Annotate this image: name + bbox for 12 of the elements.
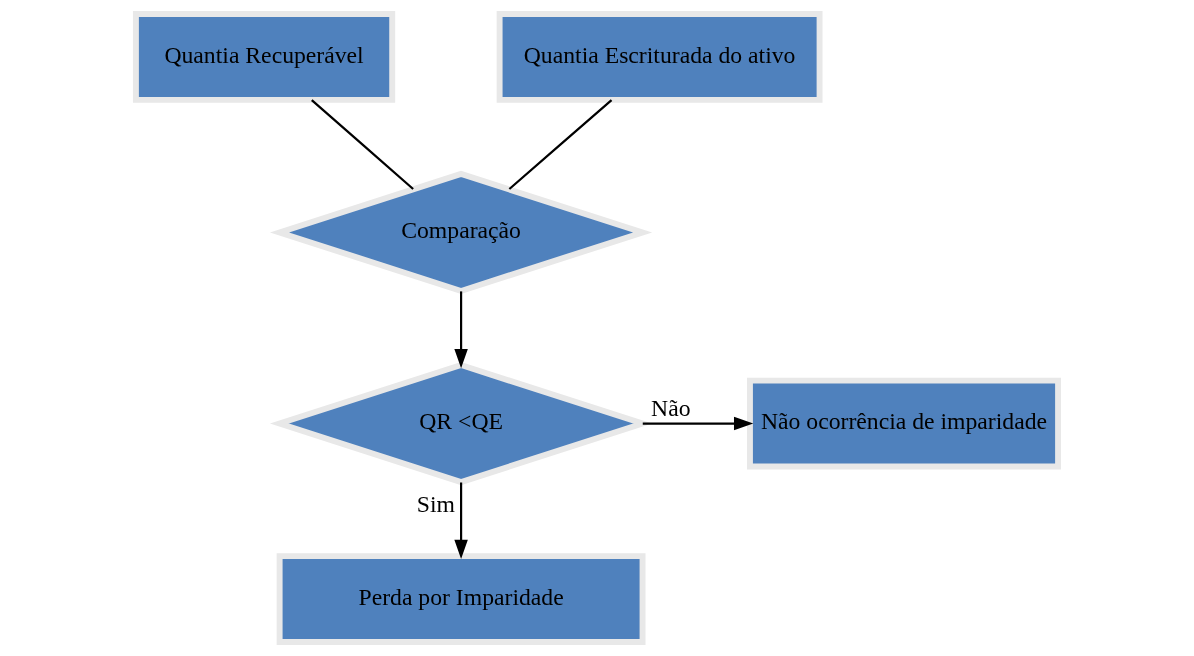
node-box: Quantia Recuperável (132, 11, 396, 103)
edge-label: Não (651, 394, 691, 421)
connector (508, 99, 613, 190)
connector (311, 99, 414, 190)
arrow (454, 291, 468, 369)
node-box: Não ocorrência de imparidade (747, 377, 1062, 470)
node-diamond: Comparação (269, 170, 653, 295)
node-box: Quantia Escriturada do ativo (496, 11, 823, 103)
arrow (454, 482, 468, 560)
arrow (642, 416, 754, 431)
node-box: Perda por Imparidade (276, 553, 646, 645)
edge-label: Sim (416, 490, 455, 517)
